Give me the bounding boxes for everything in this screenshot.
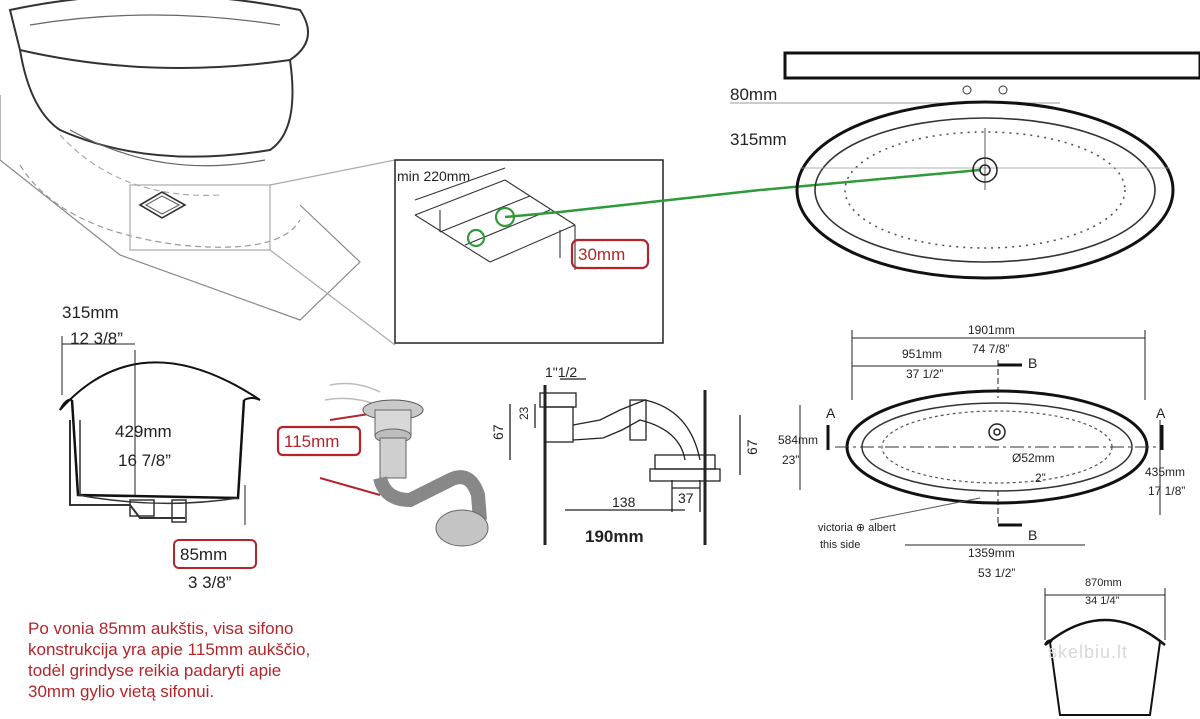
plan-width-mm: 584mm	[778, 433, 818, 447]
section-a-left: A	[826, 405, 836, 421]
inset-min-width-label: min 220mm	[397, 168, 470, 184]
plan-length-mm: 1901mm	[968, 323, 1015, 337]
section-b-bottom: B	[1028, 527, 1037, 543]
drain-inset-box: min 220mm 30mm	[394, 159, 664, 344]
thread-label: 1"1/2	[545, 364, 577, 380]
plan-inner-width-mm: 435mm	[1145, 465, 1185, 479]
plan-length-in: 74 7/8”	[972, 342, 1009, 356]
siphon-drawing: 1"1/2	[509, 364, 741, 545]
tub-perspective-view	[0, 0, 396, 346]
plan-base-in: 53 1/2”	[978, 566, 1015, 580]
section-a-right: A	[1156, 405, 1166, 421]
foot-height-mm: 85mm	[180, 545, 227, 564]
foot-height-in: 3 3/8”	[188, 573, 232, 592]
plan-inner-width-in: 17 1/8”	[1148, 484, 1185, 498]
end-width-mm: 870mm	[1085, 577, 1122, 589]
brand-label: victoria ⊕ albert	[818, 522, 896, 534]
siphon-total-label: 190mm	[585, 527, 644, 546]
inset-depth-label: 30mm	[578, 245, 625, 264]
plan-half-mm: 951mm	[902, 347, 942, 361]
plan-half-in: 37 1/2”	[906, 367, 943, 381]
section-view: 315mm 12 3/8” 429mm 16 7/8” 85mm 3 3/8”	[59, 303, 261, 592]
section-b-top: B	[1028, 355, 1037, 371]
note-line: Po vonia 85mm aukštis, visa sifono	[28, 619, 294, 638]
dim-138-label: 138	[612, 494, 636, 510]
drain-offset-label: 315mm	[730, 130, 787, 149]
this-side-label: this side	[820, 539, 860, 551]
section-offset-mm: 315mm	[62, 303, 119, 322]
watermark: skelbiu.lt	[1048, 642, 1129, 662]
siphon-photo: 115mm	[276, 382, 489, 547]
depth-highlight-box	[570, 238, 650, 270]
plan-width-in: 23”	[782, 453, 799, 467]
top-plan-view: 80mm 315mm	[730, 51, 1200, 280]
siphon-height-label: 115mm	[284, 432, 339, 451]
plan-drain-dia-mm: Ø52mm	[1012, 451, 1055, 465]
end-width-in: 34 1/4”	[1085, 595, 1120, 607]
plan-drain-dia-in: 2”	[1035, 471, 1046, 485]
drain-connector-line	[504, 168, 981, 219]
dim-37-label: 37	[678, 490, 694, 506]
dim-67-right-label: 67	[744, 439, 760, 455]
end-view	[1044, 588, 1166, 716]
note-line: konstrukcija yra apie 115mm aukščio,	[28, 640, 311, 659]
section-height-in: 16 7/8”	[118, 451, 171, 470]
note-line: todėl grindyse reikia padaryti apie	[28, 661, 282, 680]
dim-67-left-label: 67	[490, 424, 506, 440]
note-line: 30mm gylio vietą sifonui.	[28, 682, 215, 701]
dimensioned-plan-view	[799, 330, 1164, 546]
rim-height-label: 80mm	[730, 85, 777, 104]
section-offset-in: 12 3/8”	[70, 329, 123, 348]
plan-base-mm: 1359mm	[968, 546, 1015, 560]
dim-23-label: 23	[517, 406, 531, 420]
installation-note: Po vonia 85mm aukštis, visa sifono konst…	[28, 618, 408, 702]
section-height-mm: 429mm	[115, 422, 172, 441]
